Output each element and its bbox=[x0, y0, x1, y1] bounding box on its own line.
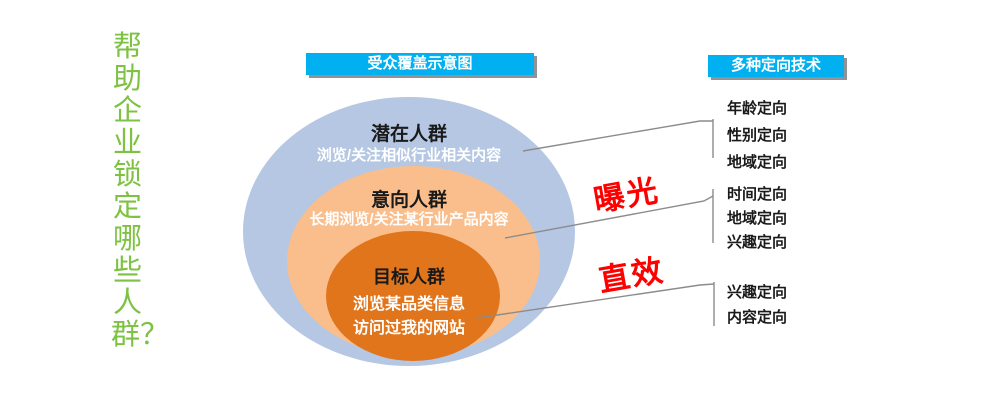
targeting-item: 年龄定向 bbox=[727, 100, 788, 117]
connector-line-target bbox=[476, 283, 715, 319]
targeting-item: 时间定向 bbox=[727, 186, 788, 203]
venn-title-label: 受众覆盖示意图 bbox=[367, 55, 473, 72]
target-audience-label: 目标人群 bbox=[373, 267, 445, 287]
connector-line-intent bbox=[504, 195, 714, 239]
intent-audience-label: 意向人群 bbox=[370, 190, 447, 211]
potential-audience-desc: 浏览/关注相似行业相关内容 bbox=[316, 147, 502, 164]
target-audience-desc-line2: 访问过我的网站 bbox=[352, 320, 465, 337]
intent-audience-desc: 长期浏览/关注某行业产品内容 bbox=[309, 211, 509, 228]
target-audience-desc-line1: 浏览某品类信息 bbox=[352, 296, 465, 313]
targeting-item: 兴趣定向 bbox=[727, 234, 788, 251]
targeting-item: 内容定向 bbox=[727, 309, 788, 326]
connector-line-potential bbox=[522, 120, 713, 152]
targeting-item: 兴趣定向 bbox=[727, 284, 788, 301]
targeting-item: 地域定向 bbox=[727, 154, 788, 171]
targeting-item: 地域定向 bbox=[727, 210, 788, 227]
venn-title-bar: 受众覆盖示意图 bbox=[306, 53, 534, 75]
potential-audience-label: 潜在人群 bbox=[370, 124, 447, 145]
inner-ring-target-audience bbox=[326, 231, 500, 361]
targeting-group-1: 年龄定向 性别定向 地域定向 bbox=[727, 95, 787, 176]
targeting-title-bar: 多种定向技术 bbox=[708, 55, 844, 77]
targeting-item: 性别定向 bbox=[727, 127, 788, 144]
targeting-title-label: 多种定向技术 bbox=[730, 57, 821, 74]
targeting-group-2: 时间定向 地域定向 兴趣定向 bbox=[727, 183, 787, 255]
targeting-group-3: 兴趣定向 内容定向 bbox=[727, 280, 787, 330]
vertical-question-text: 帮助企业锁定哪些人群？ bbox=[111, 31, 170, 351]
